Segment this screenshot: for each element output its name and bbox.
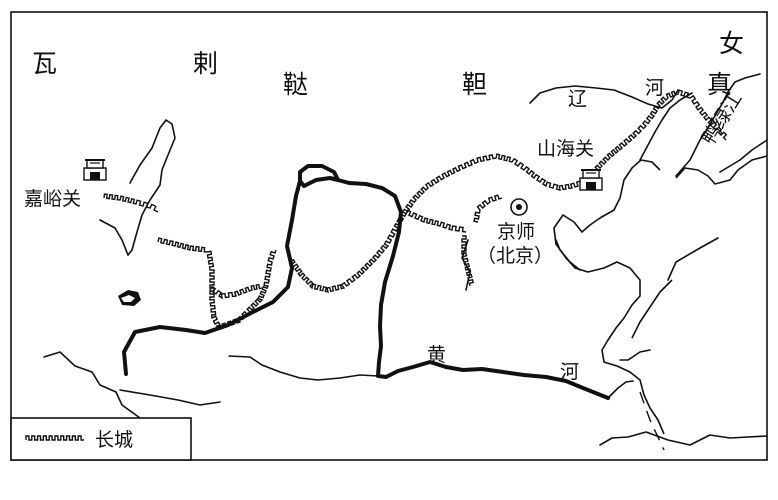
legend: 长城 — [10, 417, 192, 461]
place-label-jiayuguan: 嘉峪关 — [24, 188, 81, 210]
great-wall-segment — [157, 237, 277, 331]
river-label-he: 河 — [645, 77, 664, 99]
yalu-river — [675, 73, 761, 177]
region-label-nv: 女 — [719, 29, 744, 58]
river-label-huang-he: 河 — [560, 361, 579, 383]
great-wall-segment — [473, 194, 503, 223]
yellow-river-bend — [298, 176, 340, 188]
fortress-gate-icon — [83, 159, 107, 181]
place-label-beijing: （北京） — [477, 245, 553, 267]
river-label-liao: 辽 — [568, 88, 587, 110]
place-label-jingshi: 京师 — [497, 221, 535, 243]
great-wall-segment — [289, 213, 407, 293]
fortress-gate-icon — [579, 169, 603, 191]
legend-wall-symbol — [25, 435, 84, 441]
great-wall-segment — [580, 89, 728, 185]
region-label-dan: 靼 — [462, 70, 487, 99]
river-label-huang: 黄 — [427, 344, 446, 366]
great-wall-segment — [401, 153, 585, 215]
great-wall-segment — [209, 283, 263, 300]
place-label-shanhaiguan: 山海关 — [537, 138, 594, 160]
region-label-la: 剌 — [193, 49, 218, 78]
capital-circle-icon — [510, 198, 528, 216]
great-wall-segment — [405, 209, 467, 233]
region-label-zhen: 真 — [707, 70, 732, 99]
region-label-da: 鞑 — [283, 70, 308, 99]
yellow-river — [122, 164, 610, 400]
yellow-river-mouth — [607, 380, 634, 399]
region-label-wa: 瓦 — [32, 49, 57, 78]
coastline — [553, 159, 665, 435]
legend-label-great-wall: 长城 — [95, 429, 133, 451]
